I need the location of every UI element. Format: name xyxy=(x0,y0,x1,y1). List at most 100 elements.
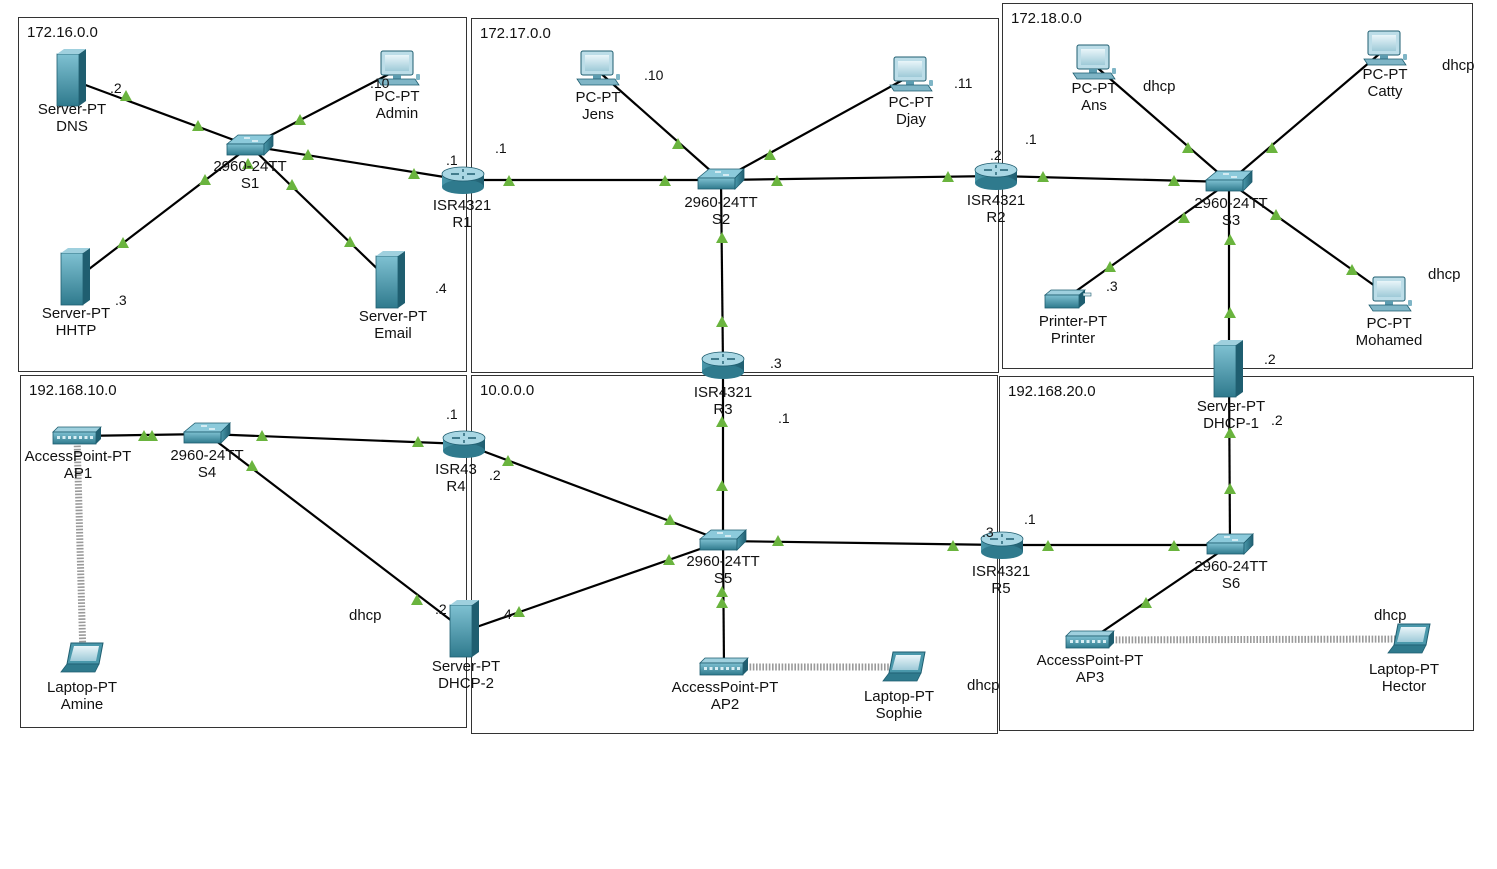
device-s4[interactable] xyxy=(182,422,231,444)
device-name-label: S5 xyxy=(714,570,732,587)
port-up-indicator xyxy=(192,120,204,131)
port-up-indicator xyxy=(1140,597,1152,608)
wired-link xyxy=(1227,370,1232,546)
device-ap3[interactable] xyxy=(1065,630,1115,649)
subnet-zone-z1: 172.16.0.0 xyxy=(18,17,467,372)
dhcp-note: dhcp xyxy=(1428,266,1461,283)
device-dns[interactable] xyxy=(56,49,86,107)
router-icon xyxy=(441,166,485,194)
port-up-indicator xyxy=(716,597,728,608)
port-up-indicator xyxy=(672,138,684,149)
device-r1[interactable] xyxy=(441,166,485,194)
device-dhcp2[interactable] xyxy=(449,600,479,658)
device-r4[interactable] xyxy=(442,430,486,458)
device-name-label: AP2 xyxy=(711,696,739,713)
device-jens[interactable] xyxy=(576,50,620,86)
wired-link xyxy=(464,539,724,633)
port-up-indicator xyxy=(1037,171,1049,182)
device-mohamed[interactable] xyxy=(1368,276,1412,312)
device-model-label: AccessPoint-PT xyxy=(672,679,779,696)
port-up-indicator xyxy=(246,460,258,471)
wired-link xyxy=(1092,63,1230,183)
ip-host-label: .1 xyxy=(446,406,458,422)
device-ap1[interactable] xyxy=(52,426,102,445)
laptop-icon xyxy=(1387,623,1431,654)
port-up-indicator xyxy=(120,90,132,101)
device-admin[interactable] xyxy=(376,50,420,86)
device-r2[interactable] xyxy=(974,162,1018,190)
device-model-label: AccessPoint-PT xyxy=(1037,652,1144,669)
device-model-label: PC-PT xyxy=(1367,315,1412,332)
port-up-indicator xyxy=(412,436,424,447)
port-up-indicator xyxy=(716,480,728,491)
device-sophie[interactable] xyxy=(882,651,926,682)
wired-link xyxy=(71,78,251,148)
port-up-indicator xyxy=(1224,307,1236,318)
wired-link xyxy=(206,432,465,446)
ip-host-label: .3 xyxy=(1106,278,1118,294)
device-email[interactable] xyxy=(375,251,405,309)
pc-icon xyxy=(376,50,420,86)
device-s6[interactable] xyxy=(1205,533,1254,555)
device-r5[interactable] xyxy=(980,531,1024,559)
device-printer[interactable] xyxy=(1043,289,1092,309)
device-name-label: Mohamed xyxy=(1356,332,1423,349)
ip-host-label: .4 xyxy=(500,606,512,622)
device-name-label: Hector xyxy=(1382,678,1426,695)
device-name-label: R4 xyxy=(446,478,465,495)
server-icon xyxy=(60,248,90,306)
port-up-indicator xyxy=(344,236,356,247)
device-name-label: Sophie xyxy=(876,705,923,722)
port-up-indicator xyxy=(1224,234,1236,245)
server-icon xyxy=(56,49,86,107)
device-s3[interactable] xyxy=(1204,170,1253,192)
device-name-label: AP1 xyxy=(64,465,92,482)
zone-label: 172.17.0.0 xyxy=(480,25,551,42)
device-s5[interactable] xyxy=(698,529,747,551)
device-model-label: ISR4321 xyxy=(967,192,1025,209)
device-r3[interactable] xyxy=(701,351,745,379)
device-model-label: ISR4321 xyxy=(972,563,1030,580)
ip-host-label: .10 xyxy=(644,67,664,83)
device-hector[interactable] xyxy=(1387,623,1431,654)
device-name-label: Printer xyxy=(1051,330,1095,347)
port-up-indicator xyxy=(286,179,298,190)
ip-host-label: .2 xyxy=(990,147,1002,163)
ip-host-label: .2 xyxy=(489,467,501,483)
port-up-indicator xyxy=(1042,540,1054,551)
device-ap2[interactable] xyxy=(699,657,749,676)
ip-host-label: .10 xyxy=(370,75,390,91)
port-up-indicator xyxy=(502,455,514,466)
device-model-label: PC-PT xyxy=(1363,66,1408,83)
laptop-icon xyxy=(882,651,926,682)
device-djay[interactable] xyxy=(889,56,933,92)
device-catty[interactable] xyxy=(1363,30,1407,66)
device-model-label: AccessPoint-PT xyxy=(25,448,132,465)
wired-link xyxy=(596,69,722,181)
port-up-indicator xyxy=(764,149,776,160)
printer-icon xyxy=(1043,289,1092,309)
access-point-icon xyxy=(699,657,749,676)
dhcp-note: dhcp xyxy=(1374,607,1407,624)
device-model-label: 2960-24TT xyxy=(686,553,759,570)
device-s2[interactable] xyxy=(696,168,745,190)
device-ans[interactable] xyxy=(1072,44,1116,80)
port-up-indicator xyxy=(1168,540,1180,551)
port-up-indicator xyxy=(242,158,254,169)
device-dhcp1[interactable] xyxy=(1213,340,1243,398)
ip-host-label: .1 xyxy=(1025,131,1037,147)
device-s1[interactable] xyxy=(225,134,274,156)
ip-host-label: .3 xyxy=(115,292,127,308)
wired-link xyxy=(1228,181,1390,297)
device-model-label: Server-PT xyxy=(38,101,106,118)
device-model-label: Server-PT xyxy=(1197,398,1265,415)
device-model-label: Laptop-PT xyxy=(1369,661,1439,678)
subnet-zone-z4: 192.168.10.0 xyxy=(20,375,467,728)
device-amine[interactable] xyxy=(60,642,104,673)
port-up-indicator xyxy=(1178,212,1190,223)
device-name-label: DHCP-1 xyxy=(1203,415,1259,432)
device-hhtp[interactable] xyxy=(60,248,90,306)
wired-link xyxy=(1064,181,1230,300)
pc-icon xyxy=(1072,44,1116,80)
zone-border xyxy=(20,375,467,728)
